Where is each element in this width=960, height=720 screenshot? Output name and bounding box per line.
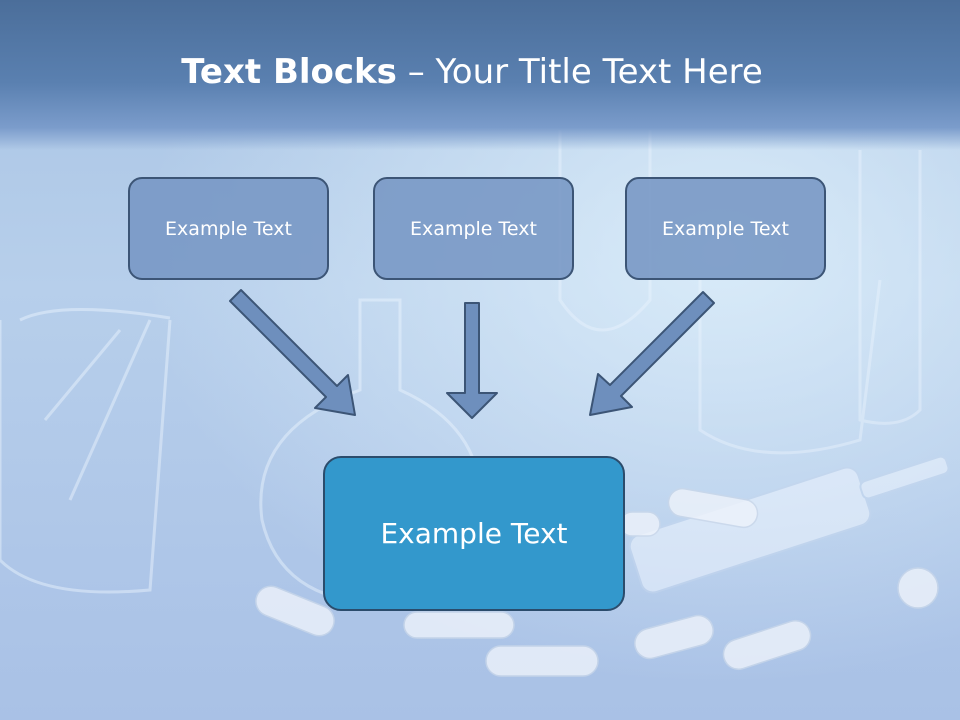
slide-title-rest: Your Title Text Here	[435, 52, 763, 92]
text-block-main[interactable]: Example Text	[323, 456, 625, 611]
arrow-right-diagonal	[589, 291, 715, 416]
arrow-left-diagonal	[229, 289, 356, 416]
arrow-center-vertical	[446, 302, 498, 419]
slide-title-bold: Text Blocks	[181, 52, 397, 92]
slide-title-dash: –	[396, 52, 436, 92]
slide-title: Text Blocks – Your Title Text Here	[0, 52, 944, 92]
beaker-icon	[558, 130, 922, 455]
text-block-top-center-label: Example Text	[410, 217, 537, 240]
text-block-top-left[interactable]: Example Text	[128, 177, 329, 280]
text-block-main-label: Example Text	[380, 517, 568, 550]
text-block-top-right[interactable]: Example Text	[625, 177, 826, 280]
title-band	[0, 0, 960, 150]
text-block-top-center[interactable]: Example Text	[373, 177, 574, 280]
text-block-top-left-label: Example Text	[165, 217, 292, 240]
pill-icon	[255, 487, 939, 677]
text-block-top-right-label: Example Text	[662, 217, 789, 240]
